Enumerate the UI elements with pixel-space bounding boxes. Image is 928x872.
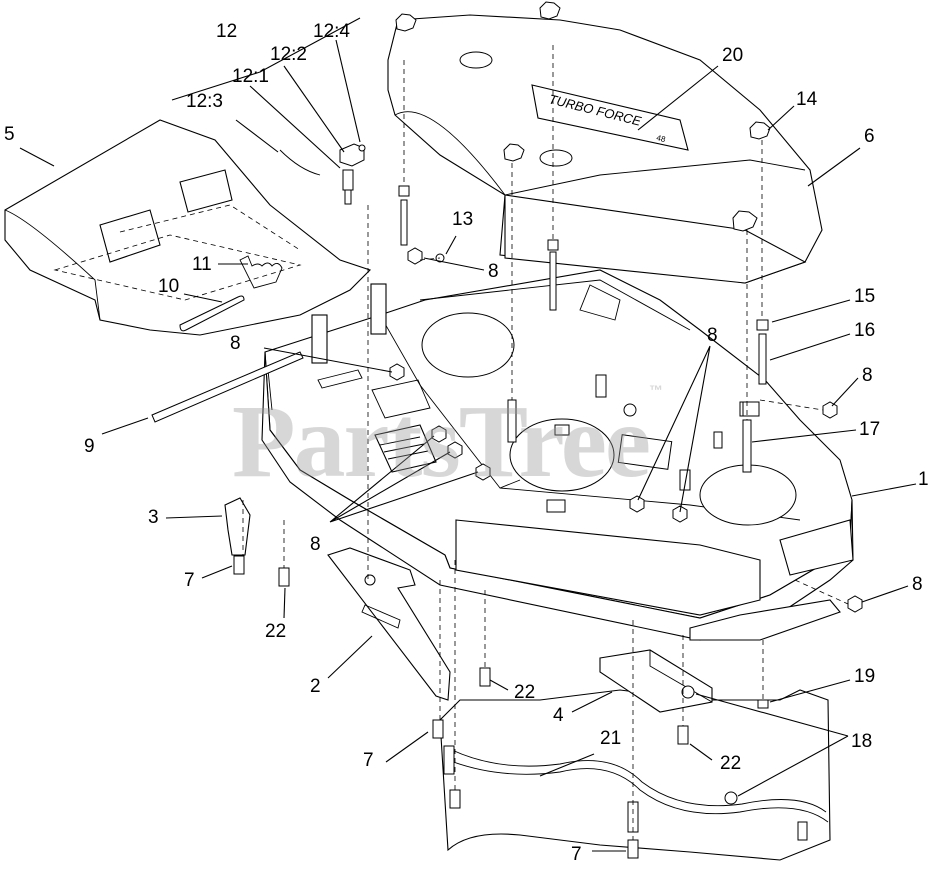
callout-7c: 7 — [571, 844, 582, 865]
callout-1: 1 — [918, 469, 928, 490]
callout-12-2: 12:2 — [270, 44, 307, 65]
decal-sub: 48 — [656, 133, 667, 144]
callout-8c: 8 — [862, 365, 873, 386]
fasteners — [233, 247, 863, 859]
callout-12-4: 12:4 — [313, 21, 350, 42]
callout-14: 14 — [796, 89, 818, 110]
callout-3: 3 — [148, 507, 159, 528]
callout-9: 9 — [84, 436, 95, 457]
callout-12: 12 — [216, 21, 238, 42]
callout-18: 18 — [851, 731, 873, 752]
callout-22b: 22 — [514, 682, 536, 703]
callout-21: 21 — [600, 728, 622, 749]
callout-16: 16 — [854, 320, 876, 341]
knobs-14 — [395, 1, 771, 232]
callout-7b: 7 — [363, 750, 374, 771]
watermark: PartsTree™ — [232, 382, 663, 499]
cover-5 — [4, 119, 372, 336]
pin-9 — [151, 351, 304, 423]
latch-12 — [279, 143, 366, 205]
callout-22c: 22 — [720, 753, 742, 774]
callout-17: 17 — [859, 419, 881, 440]
callout-2: 2 — [310, 676, 321, 697]
callout-19: 19 — [854, 666, 876, 687]
callout-12-3: 12:3 — [186, 91, 223, 112]
callout-10: 10 — [158, 276, 180, 297]
callout-22a: 22 — [265, 621, 287, 642]
callout-6: 6 — [864, 126, 875, 147]
assembly-lines — [242, 45, 849, 840]
callout-15: 15 — [854, 286, 876, 307]
callout-8a: 8 — [230, 333, 241, 354]
callout-4: 4 — [553, 705, 564, 726]
callout-11: 11 — [192, 254, 212, 275]
callout-5: 5 — [4, 124, 15, 145]
baffle-21 — [439, 689, 831, 861]
callout-8f: 8 — [912, 574, 923, 595]
leader-lines — [19, 17, 917, 852]
callout-13: 13 — [452, 209, 474, 230]
callout-12-1: 12:1 — [232, 66, 269, 87]
callout-20: 20 — [722, 45, 744, 66]
cover-6: TURBO FORCE 48 — [387, 14, 823, 284]
bracket-3 — [224, 497, 251, 556]
callout-8d: 8 — [310, 534, 321, 555]
callout-8e: 8 — [707, 325, 718, 346]
callout-8b: 8 — [488, 261, 499, 282]
callout-7a: 7 — [184, 570, 195, 591]
